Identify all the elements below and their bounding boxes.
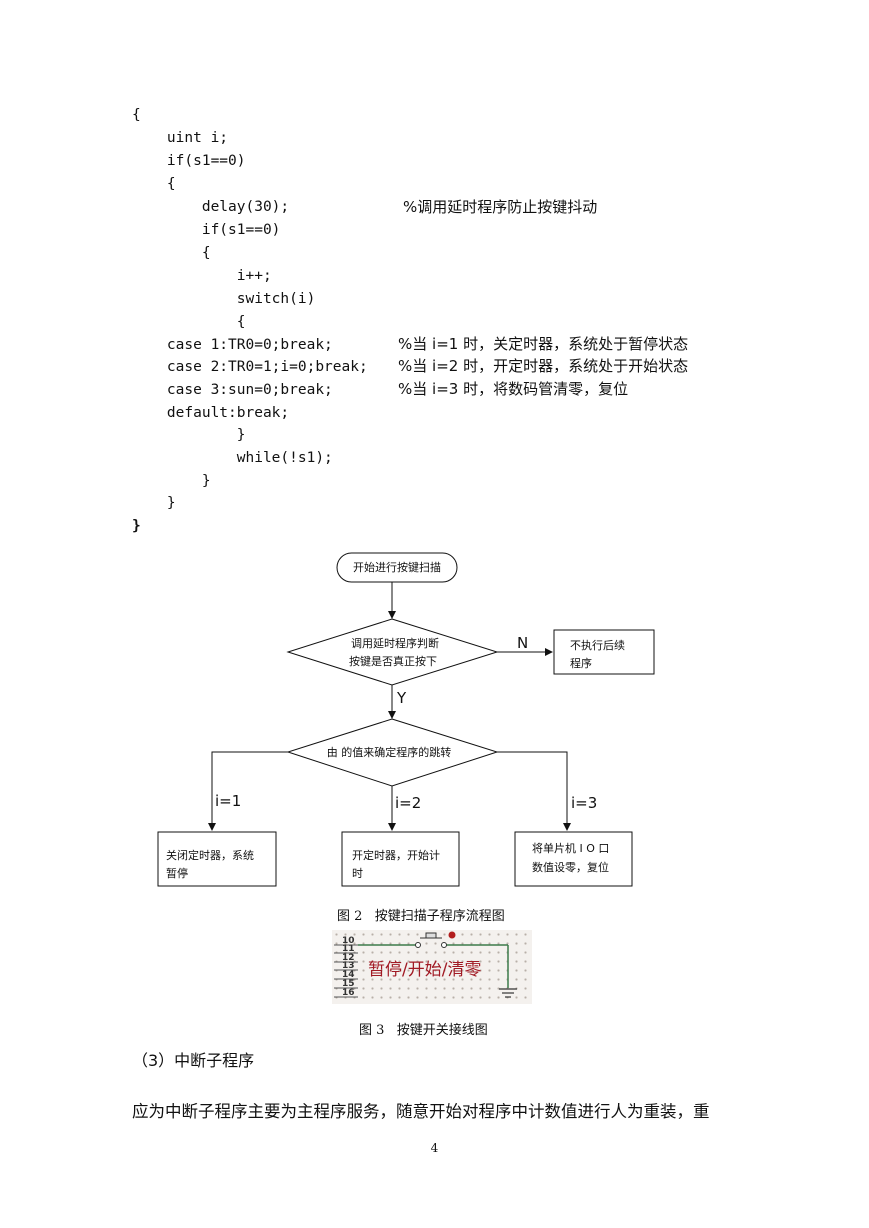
branch-label-1: i=1 xyxy=(215,792,241,810)
probe-dot xyxy=(448,931,456,939)
branch-box-1 xyxy=(157,831,277,887)
code-line: case 2:TR0=1;i=0;break; xyxy=(132,359,368,375)
ground-symbol xyxy=(499,988,517,998)
code-comment: %当 i=1 时，关定时器，系统处于暂停状态 xyxy=(398,335,689,353)
circuit-function-label: 暂停/开始/清零 xyxy=(368,960,481,980)
decision-debounce-label: 按键是否真正按下 xyxy=(349,654,437,668)
pin-number: 11 xyxy=(342,944,355,954)
branch-label-2: i=2 xyxy=(395,794,421,812)
decision-switch-label: 由 的值来确定程序的跳转 xyxy=(327,745,452,759)
key-switch-circuit: 10 11 12 13 14 15 16 暂停/开始/清零 xyxy=(332,930,532,1004)
circuit-wire xyxy=(358,944,509,988)
branch-label-3: i=3 xyxy=(571,794,597,812)
branch-box-1-label: 关闭定时器，系统 xyxy=(166,848,254,862)
code-line: { xyxy=(132,107,141,123)
pin-number: 10 xyxy=(342,936,355,946)
branch-box-2-label: 开定时器，开始计 xyxy=(352,848,440,862)
no-branch-label: N xyxy=(517,634,528,652)
body-paragraph: 应为中断子程序主要为主程序服务，随意开始对程序中计数值进行人为重装，重 xyxy=(132,1102,710,1121)
push-button-switch xyxy=(415,932,447,948)
code-line: delay(30); xyxy=(132,199,290,215)
yes-branch-label: Y xyxy=(396,689,407,707)
page-number: 4 xyxy=(430,1141,439,1155)
code-line: default:break; xyxy=(132,405,290,421)
pin-number: 16 xyxy=(342,988,355,998)
branch-box-3-label: 将单片机 I O 口 xyxy=(532,841,609,855)
code-line: { xyxy=(132,314,246,330)
pin-number: 15 xyxy=(342,979,355,989)
decision-debounce-label: 调用延时程序判断 xyxy=(351,636,439,650)
code-line: if(s1==0) xyxy=(132,222,281,238)
branch-box-2-label: 时 xyxy=(352,867,363,880)
no-action-label: 程序 xyxy=(570,656,592,670)
branch-box-3-label: 数值设零，复位 xyxy=(532,860,609,874)
figure-3-caption: 图 3 按键开关接线图 xyxy=(359,1023,488,1038)
code-line: i++; xyxy=(132,268,272,284)
decision-debounce xyxy=(286,618,499,686)
no-action-label: 不执行后续 xyxy=(570,638,625,652)
section-heading: （3）中断子程序 xyxy=(132,1051,255,1070)
no-action-box xyxy=(553,629,655,675)
figure-2-caption: 图 2 按键扫描子程序流程图 xyxy=(337,909,505,924)
pin-number: 14 xyxy=(342,970,355,980)
flow-arrow-branch-3 xyxy=(497,751,571,831)
code-line: case 3:sun=0;break; xyxy=(132,382,333,398)
start-terminal xyxy=(336,552,458,583)
start-terminal-label: 开始进行按键扫描 xyxy=(353,560,441,574)
code-line: while(!s1); xyxy=(132,450,333,466)
key-scan-flowchart: 开始进行按键扫描 调用延时程序判断 按键是否真正按下 N 不执行后续 程序 Y … xyxy=(157,552,655,887)
code-comment: %当 i=2 时，开定时器，系统处于开始状态 xyxy=(398,357,689,375)
pin-number: 12 xyxy=(342,953,355,963)
code-line: } xyxy=(132,427,246,443)
code-line: switch(i) xyxy=(132,291,316,307)
circuit-drawing: 10 11 12 13 14 15 16 暂停/开始/清零 xyxy=(334,931,517,998)
code-comment: %当 i=3 时，将数码管清零，复位 xyxy=(398,380,629,398)
branch-box-2 xyxy=(341,831,460,887)
code-comment: %调用延时程序防止按键抖动 xyxy=(403,198,598,216)
code-line: } xyxy=(132,518,141,534)
code-line: { xyxy=(132,245,211,261)
code-line: { xyxy=(132,176,176,192)
pin-number: 13 xyxy=(342,961,355,971)
code-line: } xyxy=(132,473,211,489)
code-line: uint i; xyxy=(132,130,229,146)
code-line: } xyxy=(132,495,176,511)
branch-box-1-label: 暂停 xyxy=(166,866,188,880)
code-line: if(s1==0) xyxy=(132,153,246,169)
branch-box-3 xyxy=(514,831,633,887)
flow-arrow-branch-1 xyxy=(208,751,288,831)
code-line: case 1:TR0=0;break; xyxy=(132,337,333,353)
